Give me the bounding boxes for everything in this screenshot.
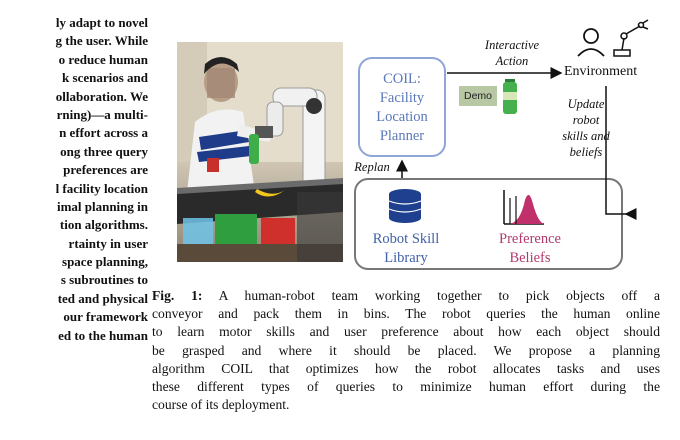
- robot-photo: [177, 42, 343, 262]
- update-line: Update: [567, 97, 605, 111]
- abstract-column: ly adapt to novel g the user. While o redu…: [0, 14, 148, 345]
- abstract-line: ed to the human: [58, 327, 148, 343]
- caption-line: these different types of queries to mini…: [152, 378, 660, 394]
- caption-line: be grasped and where it should be placed…: [152, 342, 660, 358]
- preference-line: Beliefs: [509, 250, 551, 266]
- coil-planner-line: COIL:: [383, 71, 421, 87]
- caption-line-text: A human-robot team working together to p…: [218, 288, 661, 303]
- abstract-line: rtainty in user: [68, 235, 148, 251]
- abstract-line: ted and physical: [57, 290, 148, 306]
- bottle-icon: [503, 79, 517, 114]
- abstract-line: o reduce human: [58, 51, 148, 67]
- abstract-line: n effort across a: [59, 125, 148, 141]
- interactive-action-line: Action: [495, 54, 529, 68]
- abstract-line: ong three query: [60, 143, 148, 159]
- database-icon: [388, 189, 422, 223]
- demo-tag: Demo: [459, 86, 497, 106]
- abstract-line: preferences are: [63, 162, 148, 178]
- abstract-line: ollaboration. We: [55, 88, 148, 104]
- abstract-line: imal planning in: [56, 198, 148, 214]
- replan-label: Replan: [354, 160, 390, 174]
- update-line: skills and: [562, 129, 610, 143]
- update-line: robot: [572, 113, 600, 127]
- abstract-line: ly adapt to novel: [55, 15, 148, 30]
- caption-line: conveyor and pack them in bins. The robo…: [152, 306, 660, 322]
- interactive-action-line: Interactive: [484, 38, 540, 52]
- abstract-line: k scenarios and: [62, 70, 148, 86]
- robot-skill-library-label: Robot Skill Library: [358, 230, 454, 268]
- abstract-line: l facility location: [55, 180, 148, 196]
- preference-line: Preference: [499, 231, 561, 247]
- figure-caption: Fig. 1: A human-robot team working toget…: [152, 287, 660, 414]
- interactive-action-label: Interactive Action: [470, 37, 554, 69]
- environment-label: Environment: [564, 64, 638, 79]
- abstract-line: rning)—a multi-: [56, 106, 148, 122]
- skill-library-box: [354, 178, 623, 270]
- robot-photo-illustration: [177, 42, 343, 262]
- abstract-line: space planning,: [62, 254, 148, 270]
- coil-planner-line: Facility: [379, 90, 425, 106]
- update-beliefs-label: Update robot skills and beliefs: [556, 96, 616, 160]
- skill-library-line: Robot Skill: [372, 231, 440, 247]
- distribution-icon: [503, 190, 544, 225]
- abstract-line: our framework: [63, 309, 148, 325]
- coil-planner-label: COIL: Facility Location Planner: [360, 59, 444, 146]
- abstract-line: g the user. While: [55, 33, 148, 49]
- skill-library-line: Library: [384, 250, 428, 266]
- coil-planner-box: COIL: Facility Location Planner: [358, 57, 446, 157]
- abstract-line: tion algorithms.: [59, 217, 148, 233]
- caption-line: course of its deployment.: [152, 397, 290, 413]
- coil-planner-line: Planner: [379, 128, 425, 144]
- abstract-line: s subroutines to: [60, 272, 148, 288]
- preference-beliefs-label: Preference Beliefs: [482, 230, 578, 268]
- coil-planner-line: Location: [376, 109, 428, 125]
- caption-line: to learn motor skills and user preferenc…: [152, 324, 660, 340]
- update-line: beliefs: [569, 145, 603, 159]
- person-icon: [577, 28, 605, 57]
- caption-line: Fig. 1: A human-robot team working toget…: [152, 287, 660, 305]
- update-arrow-line: [605, 86, 627, 215]
- caption-line: algorithm COIL that optimizes how the ro…: [152, 360, 660, 376]
- caption-label: Fig. 1:: [152, 288, 203, 303]
- robot-arm-icon: [613, 19, 649, 57]
